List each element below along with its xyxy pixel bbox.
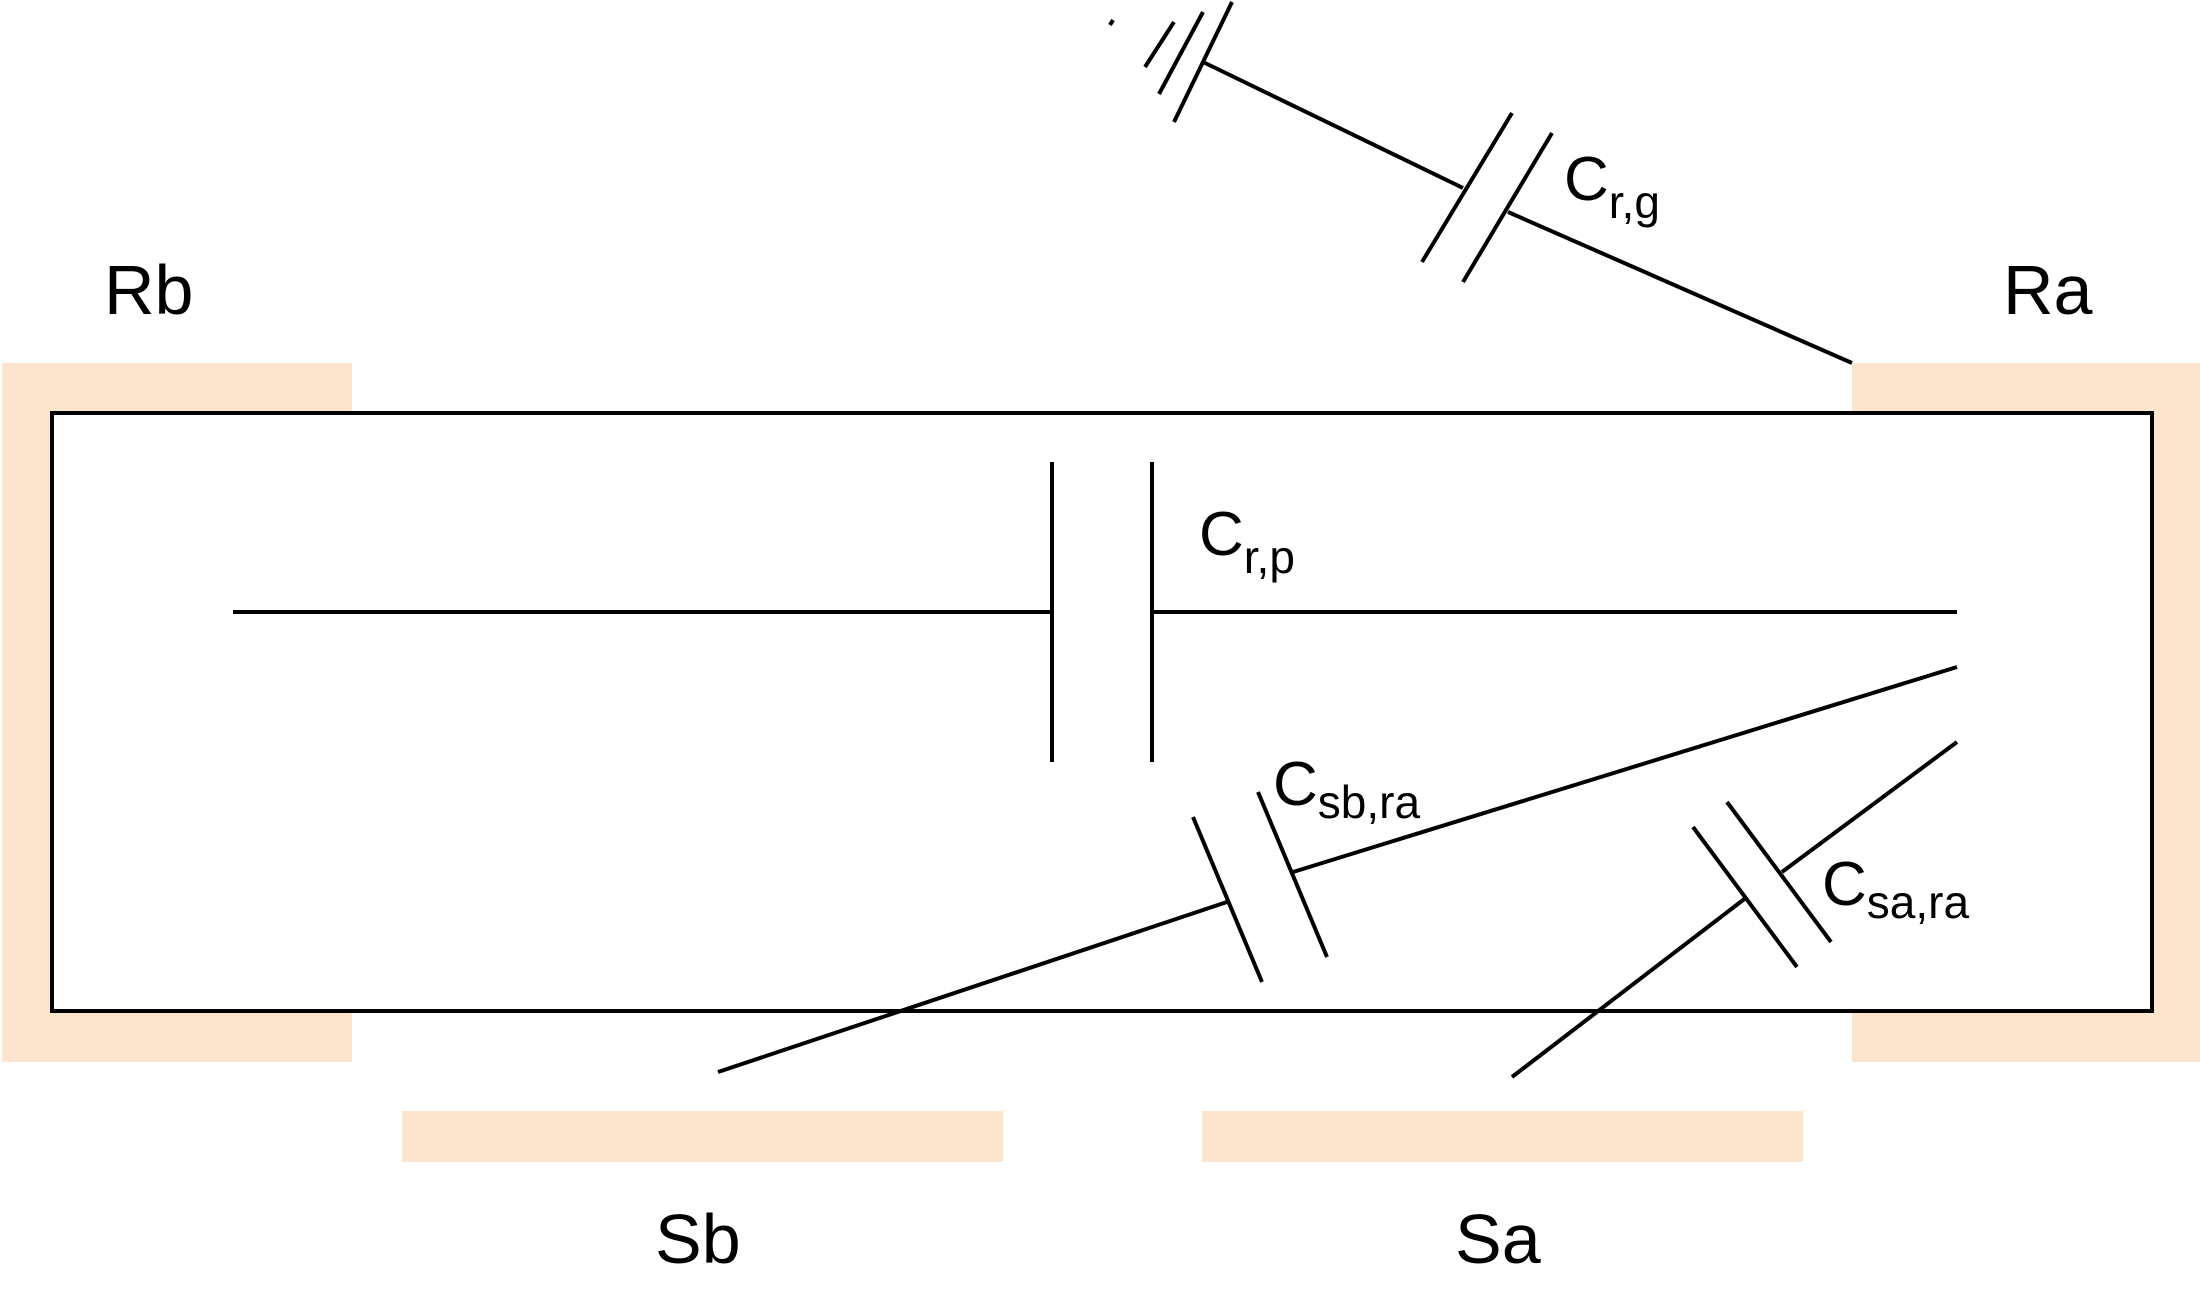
- capacitor-crg: [1202, 60, 1853, 365]
- csara-plate-2: [1725, 800, 1833, 944]
- label-crg-main: C: [1564, 145, 1609, 214]
- crg-wire-ra: [1507, 210, 1853, 365]
- ground-plate-4: [1108, 18, 1115, 27]
- label-ra: Ra: [2003, 251, 2093, 329]
- ground-plate-2: [1157, 11, 1205, 95]
- label-csara: Csa,ra: [1822, 850, 1969, 928]
- csara-wire-ra: [1780, 740, 1959, 874]
- label-sa: Sa: [1455, 1200, 1541, 1278]
- label-sb: Sb: [655, 1200, 741, 1278]
- electrode-rb-pad: [2, 363, 352, 1062]
- capacitor-csbra: [717, 665, 1958, 1074]
- resonator-body: [50, 411, 2154, 1013]
- label-csbra-sub: sb,ra: [1318, 776, 1421, 828]
- label-crg: Cr,g: [1564, 145, 1660, 228]
- ground-plate-3: [1143, 20, 1176, 69]
- csbra-wire-sb: [717, 900, 1228, 1074]
- csbra-wire-ra: [1292, 665, 1958, 874]
- electrode-ra-pad: [1852, 363, 2200, 1062]
- label-csara-sub: sa,ra: [1867, 876, 1970, 928]
- label-csara-main: C: [1822, 850, 1867, 919]
- csbra-plate-1: [1191, 816, 1264, 983]
- electrode-ra: [1852, 363, 2200, 1062]
- crg-plate-2: [1461, 131, 1554, 284]
- label-crp: Cr,p: [1199, 500, 1295, 583]
- label-csbra: Csb,ra: [1273, 750, 1420, 828]
- label-crp-sub: r,p: [1244, 531, 1295, 583]
- capacitor-crp: [233, 462, 1957, 762]
- csara-wire-sa: [1510, 895, 1749, 1079]
- electrode-sb-pad: [402, 1111, 1003, 1162]
- csbra-plate-2: [1256, 791, 1329, 958]
- ground-symbol: [1108, 1, 1234, 123]
- crg-wire-ground: [1202, 60, 1464, 190]
- label-crg-sub: r,g: [1609, 176, 1660, 228]
- crg-plate-1: [1420, 111, 1514, 264]
- label-csbra-main: C: [1273, 750, 1318, 819]
- electrode-sa-pad: [1202, 1111, 1803, 1162]
- electrode-rb: [2, 363, 352, 1062]
- label-crp-main: C: [1199, 500, 1244, 569]
- csara-plate-1: [1691, 825, 1799, 969]
- capacitor-csara: [1510, 740, 1959, 1079]
- label-rb: Rb: [104, 251, 193, 329]
